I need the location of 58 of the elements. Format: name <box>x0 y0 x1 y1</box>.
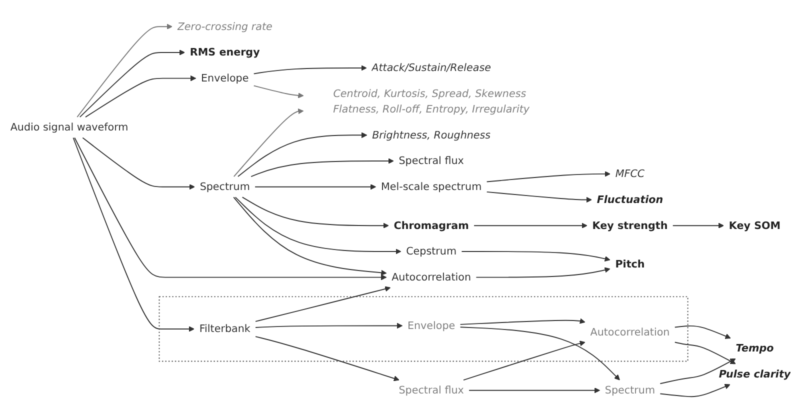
node-text: Centroid, Kurtosis, Spread, Skewness Flatness, Roll-off, Entropy, Irregularity <box>333 87 530 116</box>
node-text: Mel-scale spectrum <box>380 180 482 193</box>
arrow <box>460 326 620 380</box>
arrow <box>461 250 610 262</box>
node-text: Brightness, Roughness <box>372 128 491 141</box>
arrow <box>242 196 389 228</box>
node-text: Cepstrum <box>406 245 457 258</box>
arrow <box>255 336 400 382</box>
arrow <box>82 137 195 190</box>
arrow <box>253 85 304 98</box>
arrow <box>234 196 402 254</box>
node-text: Key strength <box>592 219 668 232</box>
node-text: Pulse clarity <box>718 368 791 380</box>
node-text: Autocorrelation <box>590 326 670 338</box>
node-text: Tempo <box>736 342 774 354</box>
node-text: Key SOM <box>728 219 781 232</box>
arrow <box>476 267 610 278</box>
arrow <box>486 171 610 182</box>
arrow <box>254 184 376 190</box>
node-text: RMS energy <box>190 46 260 58</box>
arrow <box>76 24 172 118</box>
arrow <box>85 75 196 118</box>
arrow <box>672 222 724 228</box>
node-text: Chromagram <box>394 219 469 232</box>
arrow <box>233 196 387 276</box>
arrow <box>468 388 600 394</box>
node-text: Autocorrelation <box>392 270 472 284</box>
arrow <box>674 325 731 339</box>
arrow <box>460 318 586 325</box>
arrow <box>255 322 403 329</box>
arrow <box>79 50 185 118</box>
arrow <box>233 108 304 177</box>
node-text: Zero-crossing rate <box>177 20 272 32</box>
node-text: Spectrum <box>200 180 250 193</box>
node-text: Pitch <box>615 258 645 270</box>
node-text: MFCC <box>615 167 645 180</box>
node-text: Audio signal waveform <box>10 120 128 134</box>
node-text: Attack/Sustain/Release <box>372 62 491 74</box>
arrow <box>74 137 387 280</box>
arrow <box>72 137 194 332</box>
node-text: Envelope <box>201 72 249 84</box>
node-text: Spectral flux <box>398 154 464 167</box>
arrow <box>250 158 394 177</box>
arrow <box>253 65 367 74</box>
arrow <box>474 222 588 228</box>
arrow <box>674 342 736 364</box>
arrow <box>463 340 586 381</box>
node-text: Spectral flux <box>398 384 464 396</box>
arrow <box>660 384 730 398</box>
arrow <box>238 132 368 177</box>
node-text: Spectrum <box>604 384 656 396</box>
arrow <box>486 191 592 203</box>
node-text: Fluctuation <box>596 193 664 206</box>
node-text: Filterbank <box>199 322 250 335</box>
arrow <box>255 286 391 322</box>
cluster <box>158 296 688 362</box>
arrow <box>660 358 736 384</box>
node-text: Envelope <box>407 319 456 332</box>
